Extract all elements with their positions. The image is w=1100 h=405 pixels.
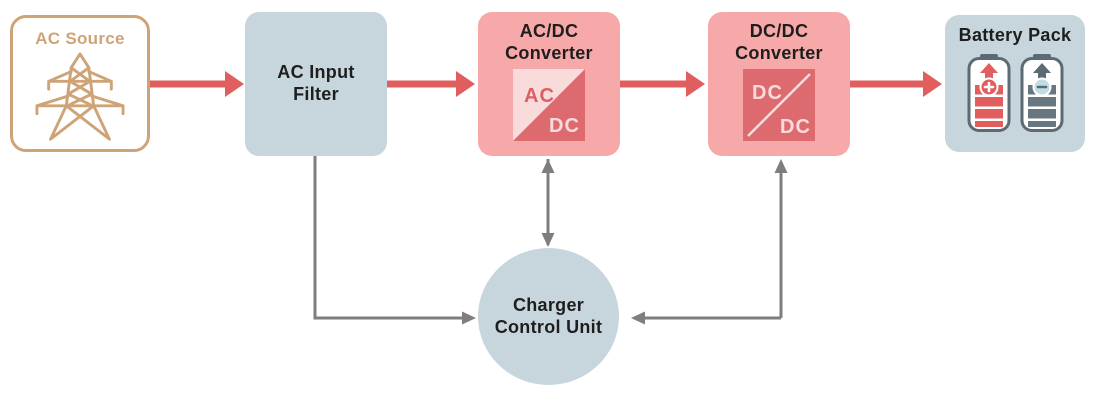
node-label-battery-pack: Battery Pack — [958, 25, 1072, 45]
wire-filter-to-ccu — [313, 156, 476, 325]
node-ac-source: AC Source — [10, 15, 150, 152]
battery-negative-icon — [1020, 53, 1063, 132]
node-dcdc-converter: DC/DC Converter DC DC — [708, 12, 850, 156]
node-label-acdc-converter: AC/DC Converter — [505, 21, 593, 63]
node-battery-pack: Battery Pack — [945, 15, 1085, 152]
node-label-dcdc-converter: DC/DC Converter — [735, 21, 823, 63]
transmission-tower-icon — [35, 52, 125, 141]
node-label-charger-control-unit: Charger Control Unit — [494, 294, 603, 337]
node-charger-control-unit: Charger Control Unit — [478, 248, 619, 385]
node-label-ac-source: AC Source — [35, 29, 125, 48]
battery-positive-icon — [967, 53, 1010, 132]
dcdc-icon-dc-bottom-text: DC — [780, 116, 811, 138]
acdc-icon-ac-text: AC — [524, 85, 555, 107]
battery-icons — [967, 53, 1064, 132]
dcdc-icon: DC DC — [743, 68, 815, 141]
dcdc-icon-dc-top-text: DC — [752, 82, 783, 104]
node-acdc-converter: AC/DC Converter AC DC — [478, 12, 620, 156]
acdc-icon: AC DC — [513, 68, 585, 141]
acdc-icon-dc-text: DC — [549, 115, 580, 137]
node-label-ac-input-filter: AC Input Filter — [277, 62, 355, 104]
node-ac-input-filter: AC Input Filter — [245, 12, 387, 156]
